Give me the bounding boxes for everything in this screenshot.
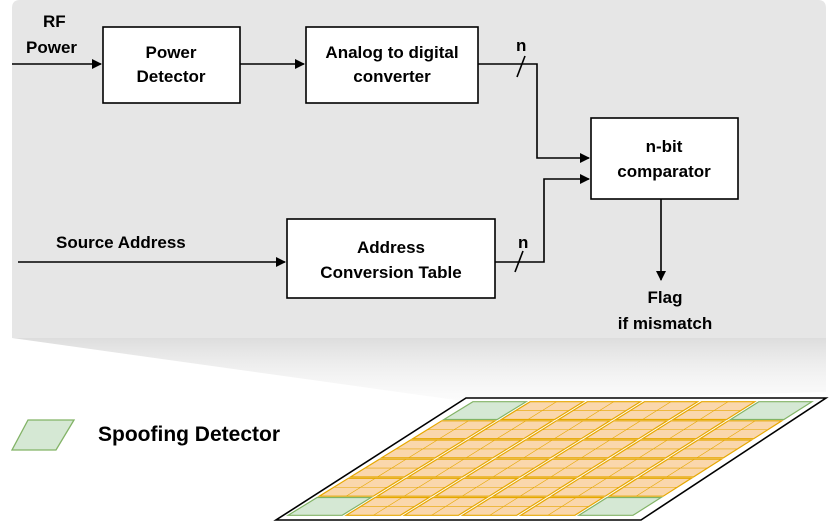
- rf-power-label-1: RF: [43, 12, 66, 31]
- spoofing-detector-tile: [576, 496, 664, 516]
- tile-subgrid: [427, 420, 481, 439]
- flag-label-1: Flag: [648, 288, 683, 307]
- adc-label-1: Analog to digital: [325, 43, 458, 62]
- tile-subgrid: [572, 401, 627, 420]
- tile-subgrid: [653, 458, 708, 478]
- tile-subgrid: [396, 439, 450, 459]
- tile-subgrid: [449, 478, 504, 497]
- chip-grid: [285, 401, 814, 516]
- tile-subgrid: [656, 420, 711, 439]
- adc-block: Analog to digital converter: [305, 26, 479, 104]
- tile-subgrid: [480, 458, 535, 478]
- legend: Spoofing Detector: [10, 415, 280, 455]
- address-table-label-2: Conversion Table: [320, 263, 461, 282]
- tile-subgrid: [684, 439, 738, 459]
- tile-subgrid: [511, 439, 565, 459]
- tile-subgrid: [422, 458, 477, 478]
- spoofing-detector-tile: [285, 496, 374, 516]
- tile-subgrid: [542, 420, 596, 439]
- zoom-funnel: [12, 338, 826, 402]
- tile-subgrid: [515, 401, 569, 420]
- adc-to-comparator-arrow: [478, 63, 590, 163]
- tile-subgrid: [391, 478, 446, 497]
- adc-label-2: converter: [353, 67, 431, 86]
- tile-subgrid: [333, 478, 388, 497]
- tile-subgrid: [599, 420, 653, 439]
- power-detector-block: Power Detector: [102, 26, 241, 104]
- comparator-block: n-bit comparator: [590, 117, 739, 200]
- tile-subgrid: [595, 458, 650, 478]
- tile-subgrid: [714, 420, 768, 439]
- spoofing-detector-tile: [441, 401, 529, 421]
- tile-subgrid: [453, 439, 508, 459]
- bus-slash-top: [516, 55, 526, 78]
- spoofing-detector-tile: [728, 401, 814, 421]
- comparator-label-1: n-bit: [646, 137, 683, 156]
- bus-width-top-label: n: [516, 36, 526, 55]
- tile-subgrid: [630, 401, 684, 420]
- tile-subgrid: [534, 497, 589, 516]
- tile-subgrid: [360, 497, 415, 516]
- tile-subgrid: [476, 497, 531, 516]
- spoofing-detector-legend-swatch: [10, 419, 76, 451]
- tile-subgrid: [507, 478, 562, 497]
- power-detector-label-2: Detector: [137, 67, 206, 86]
- source-address-label: Source Address: [56, 233, 186, 252]
- address-table-label-1: Address: [357, 238, 425, 257]
- tile-subgrid: [623, 478, 678, 497]
- address-table-block: Address Conversion Table: [286, 218, 496, 299]
- tile-subgrid: [418, 497, 473, 516]
- tile-subgrid: [568, 439, 623, 459]
- tile-subgrid: [364, 458, 419, 478]
- tile-subgrid: [484, 420, 539, 439]
- power-detector-label-1: Power: [145, 43, 196, 62]
- tile-subgrid: [687, 401, 741, 420]
- bus-slash-bottom: [514, 250, 524, 273]
- comparator-label-2: comparator: [617, 162, 711, 181]
- tile-subgrid: [565, 478, 620, 497]
- rf-power-label-2: Power: [26, 38, 77, 57]
- flag-label-2: if mismatch: [618, 314, 712, 333]
- bus-width-bottom-label: n: [518, 233, 528, 252]
- legend-label: Spoofing Detector: [98, 423, 280, 446]
- tile-subgrid: [626, 439, 680, 459]
- tile-subgrid: [538, 458, 592, 478]
